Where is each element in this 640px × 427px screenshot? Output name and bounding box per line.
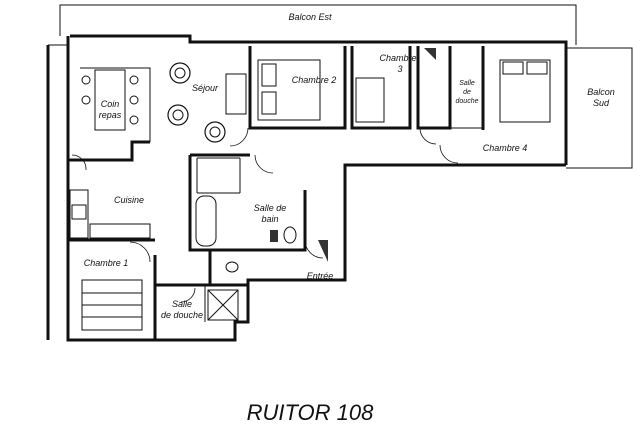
balcon-est-outline (59, 4, 577, 45)
bed-chambre-4 (499, 59, 551, 123)
exterior-walls (46, 34, 568, 342)
dining-table (94, 69, 126, 131)
label-salle-douche-2: de douche (161, 310, 203, 320)
label-sejour: Séjour (192, 83, 219, 93)
label-chambre-2: Chambre 2 (292, 75, 337, 85)
label-salle-bain-2: bain (261, 214, 278, 224)
label-chambre-3-2: 3 (397, 64, 402, 74)
interior-walls (68, 46, 485, 340)
label-salle-douche-small-3: douche (456, 98, 479, 105)
shower-tray (207, 289, 239, 321)
hatched-column-2 (318, 240, 328, 262)
bathtub (195, 195, 217, 247)
hatched-column-1 (424, 48, 436, 60)
label-chambre-4: Chambre 4 (483, 143, 528, 153)
label-balcon-sud-1: Balcon (587, 87, 615, 97)
label-salle-douche-1: Salle (172, 299, 192, 309)
label-chambre-1: Chambre 1 (84, 258, 129, 268)
hatched-wall (270, 230, 278, 242)
label-balcon-est: Balcon Est (288, 12, 332, 22)
bed-chambre-1 (81, 279, 143, 331)
kitchen-counter (69, 189, 89, 239)
label-salle-douche-small-2: de (463, 89, 471, 96)
label-salle-douche-small-1: Salle (459, 80, 475, 87)
label-coin-repas-2: repas (99, 110, 122, 120)
door-swings (71, 127, 459, 303)
label-balcon-sud-2: Sud (593, 98, 610, 108)
sink (225, 261, 239, 273)
bed-chambre-2 (257, 59, 321, 121)
balcon-sud-outline (566, 47, 633, 169)
bed-chambre-3 (355, 77, 385, 123)
label-salle-bain-1: Salle de (254, 203, 287, 213)
label-chambre-3-1: Chambre (379, 53, 416, 63)
toilet (283, 226, 297, 244)
plan-title: RUITOR 108 (247, 400, 375, 425)
label-coin-repas-1: Coin (101, 99, 120, 109)
label-entree: Entrée (307, 271, 334, 281)
label-cuisine: Cuisine (114, 195, 144, 205)
armchairs (167, 62, 247, 143)
